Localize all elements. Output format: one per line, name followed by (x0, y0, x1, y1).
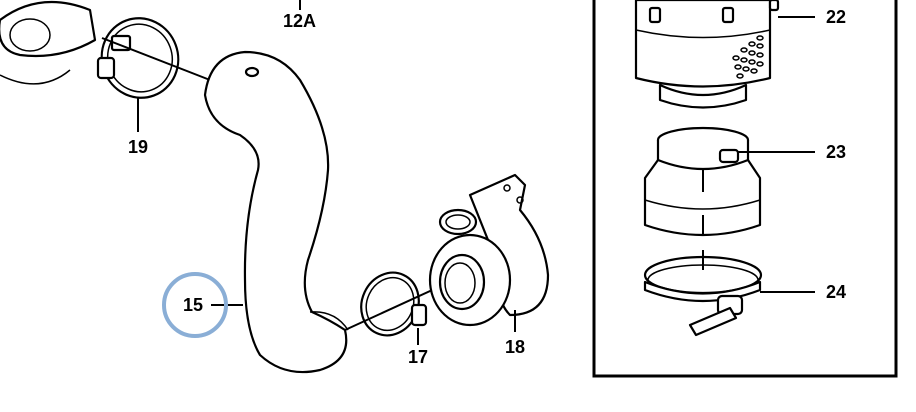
intake-hose-15 (203, 50, 349, 374)
label-22: 22 (826, 7, 847, 27)
intake-housing (0, 0, 97, 85)
label-19: 19 (128, 137, 149, 157)
label-17: 17 (408, 347, 429, 367)
adapter-23 (643, 126, 762, 237)
air-filter-22 (634, 0, 780, 109)
hose-clamp-24 (643, 255, 763, 337)
label-12a: 12A (283, 11, 317, 31)
hose-clamp-19 (96, 17, 180, 99)
label-23: 23 (826, 142, 847, 162)
turbocharger-18 (428, 173, 550, 327)
label-18: 18 (505, 337, 526, 357)
hose-clamp-17 (360, 271, 428, 337)
label-24: 24 (826, 282, 847, 302)
detail-panel-frame (592, 0, 898, 378)
highlight-ring (162, 272, 228, 338)
label-15: 15 (183, 295, 204, 315)
